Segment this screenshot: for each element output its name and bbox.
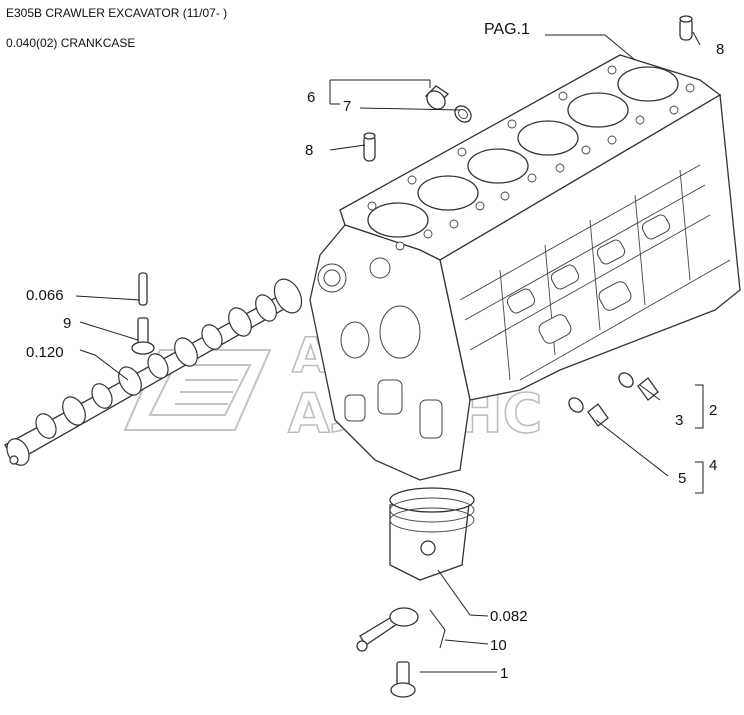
callout-0120: 0.120 (26, 344, 64, 361)
callout-0066: 0.066 (26, 287, 64, 304)
callout-5: 5 (678, 470, 686, 487)
leader-lines (75, 31, 704, 673)
callout-8-top: 8 (716, 41, 724, 58)
dowel-pin-8-mid (363, 132, 376, 162)
camshaft (4, 278, 303, 466)
piston-cooling-nozzle (389, 487, 475, 581)
plug-5 (568, 397, 609, 427)
bolt-1 (390, 661, 416, 698)
watermark-logo-icon (123, 349, 272, 431)
callout-6: 6 (307, 89, 315, 106)
callout-9: 9 (63, 315, 71, 332)
callout-0082: 0.082 (490, 608, 528, 625)
jet-10 (356, 607, 446, 652)
pin-0066 (138, 272, 148, 306)
bolt-9 (131, 317, 155, 355)
plug-6 (424, 85, 450, 110)
callout-10: 10 (490, 637, 507, 654)
callout-1: 1 (500, 665, 508, 682)
plug-3 (618, 372, 659, 401)
crankcase-block (309, 54, 741, 481)
callout-4: 4 (709, 457, 717, 474)
diagram-subtitle: 0.040(02) CRANKCASE (6, 36, 136, 50)
callout-7: 7 (343, 98, 351, 115)
seal-ring-7 (454, 105, 472, 123)
callout-pag1: PAG.1 (484, 21, 530, 38)
callout-8-mid: 8 (305, 142, 313, 159)
dowel-pin-8-top (679, 15, 693, 41)
diagram-title: E305B CRAWLER EXCAVATOR (11/07- ) (6, 6, 228, 20)
callout-2: 2 (709, 402, 717, 419)
callout-3: 3 (675, 412, 683, 429)
